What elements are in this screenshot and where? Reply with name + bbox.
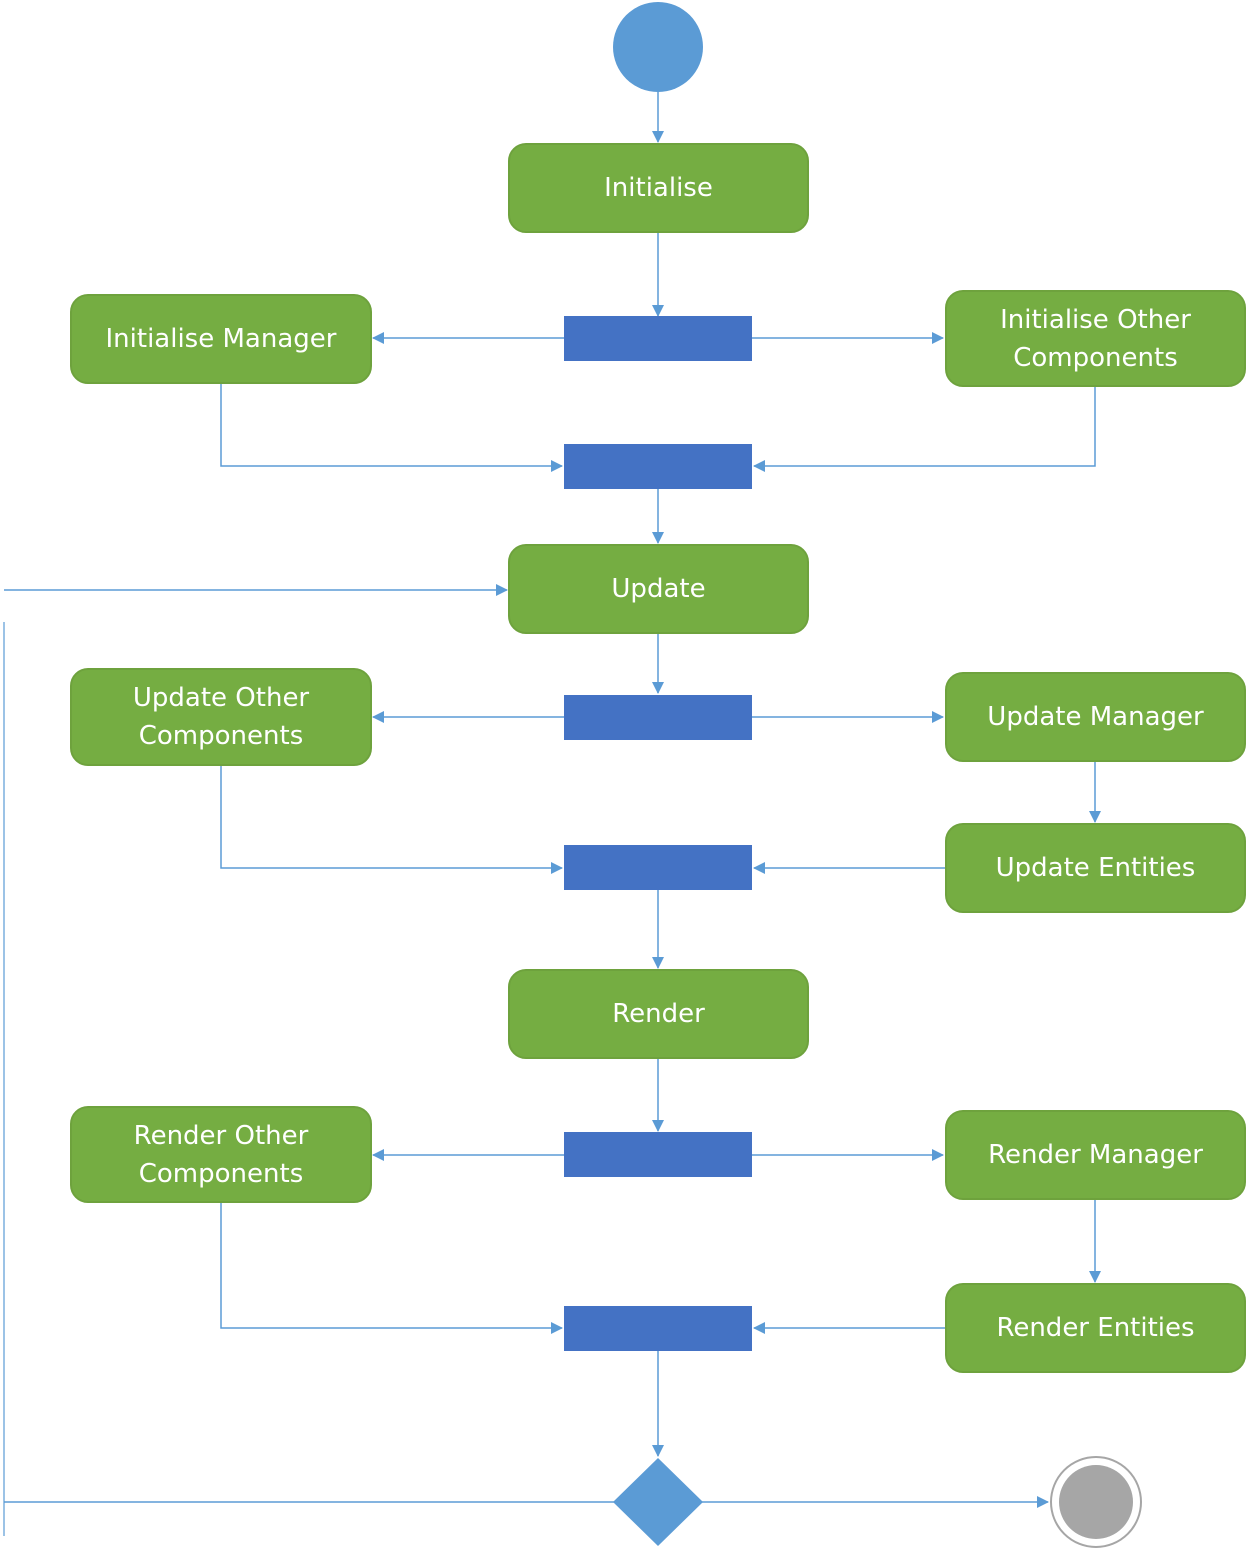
action-render-entities: Render Entities: [945, 1283, 1246, 1373]
action-render: Render: [508, 969, 809, 1059]
edge-render-other-join: [220, 1203, 563, 1334]
end-node: [1050, 1456, 1142, 1548]
action-initialise-other-components: Initialise Other Components: [945, 290, 1246, 387]
action-initialise: Initialise: [508, 143, 809, 233]
action-update-entities: Update Entities: [945, 823, 1246, 913]
action-initialise-manager: Initialise Manager: [70, 294, 372, 384]
action-update-manager: Update Manager: [945, 672, 1246, 762]
edge-initialise-other-join: [753, 387, 1096, 472]
join-bar-update: [564, 845, 752, 890]
action-update: Update: [508, 544, 809, 634]
fork-bar-update: [564, 695, 752, 740]
edge-update-other-join: [220, 766, 563, 874]
action-render-manager: Render Manager: [945, 1110, 1246, 1200]
start-node: [613, 2, 703, 92]
action-update-other-components: Update Other Components: [70, 668, 372, 766]
decision-node: [613, 1458, 703, 1546]
join-bar-render: [564, 1306, 752, 1351]
fork-bar-render: [564, 1132, 752, 1177]
action-render-other-components: Render Other Components: [70, 1106, 372, 1203]
join-bar-initialise: [564, 444, 752, 489]
fork-bar-initialise: [564, 316, 752, 361]
edge-initialise-manager-join: [220, 383, 563, 472]
